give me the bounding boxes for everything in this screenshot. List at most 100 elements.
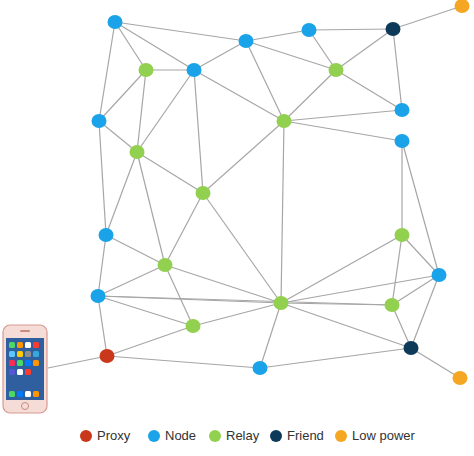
legend-item: Relay <box>209 428 259 443</box>
phone-illustration <box>3 325 47 413</box>
mesh-link <box>137 152 203 193</box>
node-dot <box>432 268 447 282</box>
mesh-link <box>194 70 284 121</box>
phone-body <box>3 325 47 413</box>
relay-dot <box>196 186 211 200</box>
mesh-link <box>392 235 402 305</box>
node-dot <box>92 114 107 128</box>
phone-icons <box>9 342 39 397</box>
app-icon <box>17 342 23 348</box>
mesh-link <box>107 356 260 368</box>
legend-swatch <box>80 430 92 442</box>
mesh-link <box>137 70 194 152</box>
app-icon <box>17 360 23 366</box>
legend-item: Low power <box>335 428 415 443</box>
mesh-link <box>284 121 402 141</box>
legend-item: Friend <box>270 428 324 443</box>
relay-dot <box>130 145 145 159</box>
mesh-link <box>98 296 392 305</box>
app-icon <box>17 369 23 375</box>
relay-dot <box>385 298 400 312</box>
relay-dot <box>329 63 344 77</box>
mesh-link <box>165 265 281 303</box>
mesh-link <box>393 29 402 110</box>
legend-item: Node <box>148 428 196 443</box>
mesh-link <box>260 303 281 368</box>
mesh-link <box>106 235 165 265</box>
node-dot <box>395 134 410 148</box>
legend-item: Proxy <box>80 428 130 443</box>
legend-text: Proxy <box>97 428 130 443</box>
proxy-dot <box>100 349 115 363</box>
mesh-link <box>402 141 439 275</box>
mesh-link <box>336 70 402 110</box>
mesh-link <box>411 275 439 348</box>
mesh-link <box>284 110 402 121</box>
legend-swatch <box>270 430 282 442</box>
relay-dot <box>274 296 289 310</box>
mesh-link <box>281 303 392 305</box>
mesh-link <box>98 296 193 326</box>
app-icon <box>17 391 23 397</box>
legend-swatch <box>148 430 160 442</box>
mesh-link <box>98 296 107 356</box>
legend-swatch <box>209 430 221 442</box>
node-dot <box>302 23 317 37</box>
mesh-link <box>115 22 194 70</box>
low-power-dot <box>455 0 470 13</box>
mesh-link <box>336 29 393 70</box>
mesh-link <box>98 265 165 296</box>
mesh-link <box>402 235 439 275</box>
mesh-link <box>194 70 203 193</box>
friend-dot <box>404 341 419 355</box>
mesh-link <box>137 152 165 265</box>
mesh-link <box>194 41 246 70</box>
legend-text: Friend <box>287 428 324 443</box>
app-icon <box>33 342 39 348</box>
node-dot <box>395 103 410 117</box>
mesh-link <box>165 265 193 326</box>
phone-speaker <box>20 330 30 332</box>
mesh-link <box>48 356 107 368</box>
mesh-link <box>246 30 309 41</box>
legend-text: Low power <box>352 428 415 443</box>
mesh-link <box>98 235 106 296</box>
node-dot <box>239 34 254 48</box>
mesh-link <box>260 348 411 368</box>
mesh-link <box>165 193 203 265</box>
relay-dot <box>395 228 410 242</box>
app-icon <box>25 369 31 375</box>
app-icon <box>9 391 15 397</box>
app-icon <box>33 360 39 366</box>
mesh-link <box>99 121 106 235</box>
legend-text: Relay <box>226 428 259 443</box>
app-icon <box>25 391 31 397</box>
mesh-link <box>401 141 402 235</box>
app-icon <box>17 351 23 357</box>
mesh-link <box>107 326 193 356</box>
mesh-link <box>99 70 146 121</box>
mesh-link <box>203 193 281 303</box>
app-icon <box>25 351 31 357</box>
mesh-link <box>392 275 439 305</box>
mesh-link <box>246 41 284 121</box>
mesh-link <box>137 70 146 152</box>
mesh-link <box>99 121 137 152</box>
relay-dot <box>186 319 201 333</box>
app-icon <box>33 351 39 357</box>
mesh-link <box>106 152 137 235</box>
mesh-link <box>309 29 393 30</box>
mesh-devices <box>91 0 470 385</box>
mesh-link <box>281 275 439 303</box>
node-dot <box>108 15 123 29</box>
node-dot <box>99 228 114 242</box>
phone-button <box>22 403 29 410</box>
mesh-link <box>203 121 284 193</box>
legend-text: Node <box>165 428 196 443</box>
mesh-link <box>193 303 281 326</box>
mesh-link <box>115 22 146 70</box>
mesh-link <box>115 22 246 41</box>
app-icon <box>9 360 15 366</box>
mesh-link <box>281 121 284 303</box>
